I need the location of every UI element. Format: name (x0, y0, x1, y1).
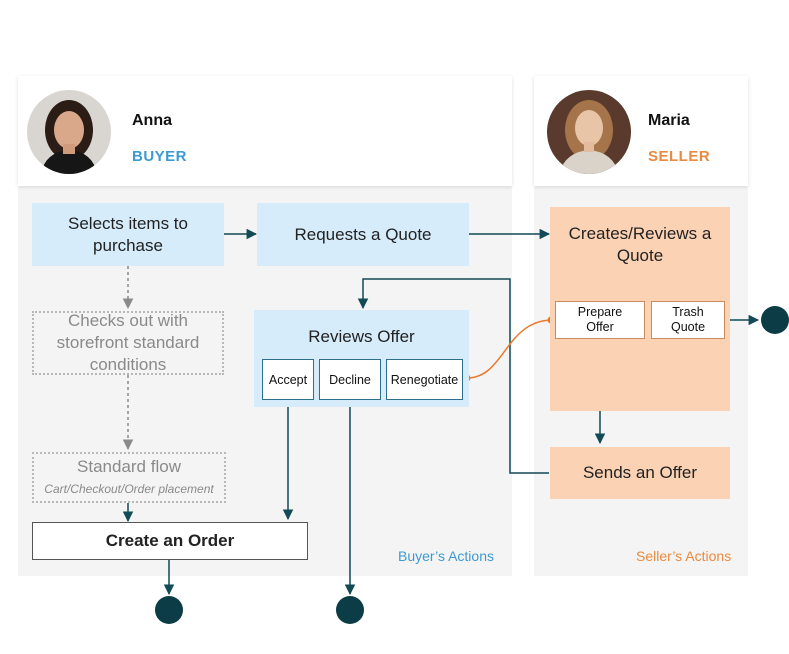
step-sends-offer: Sends an Offer (550, 447, 730, 499)
accept-option-label: Accept (268, 372, 308, 387)
step-selects-items-label: Selects items to purchase (68, 213, 188, 255)
prepare-offer-option-label: Prepare Offer (577, 305, 623, 334)
buyer-name: Anna (132, 112, 172, 129)
decline-option-label: Decline (329, 372, 371, 387)
seller-role-badge: SELLER (648, 148, 711, 165)
buyer-avatar (27, 90, 111, 174)
seller-avatar (547, 90, 631, 174)
step-standard-flow-label: Standard flow (77, 456, 181, 476)
step-checks-out: Checks out with storefront standard cond… (32, 311, 224, 375)
step-standard-flow-sublabel: Cart/Checkout/Order placement (44, 481, 214, 496)
decline-option: Decline (319, 359, 381, 400)
trash-quote-option: Trash Quote (651, 301, 725, 339)
end-node-create-order (155, 596, 183, 624)
renegotiate-option: Renegotiate (386, 359, 463, 400)
step-sends-offer-label: Sends an Offer (582, 463, 698, 482)
step-standard-flow: Standard flow Cart/Checkout/Order placem… (32, 452, 226, 503)
renegotiate-option-label: Renegotiate (390, 372, 459, 387)
end-node-trash (761, 306, 789, 334)
step-reviews-offer-label: Reviews Offer (308, 327, 415, 346)
buyer-role-badge: BUYER (132, 148, 188, 165)
trash-quote-option-label: Trash Quote (670, 305, 706, 334)
step-requests-quote: Requests a Quote (257, 203, 469, 266)
step-create-order-label: Create an Order (105, 531, 235, 550)
seller-lane-label: Seller’s Actions (636, 548, 732, 564)
step-selects-items: Selects items to purchase (32, 203, 224, 266)
buyer-lane-label: Buyer’s Actions (398, 548, 494, 564)
step-checks-out-label: Checks out with storefront standard cond… (56, 311, 200, 374)
step-creates-reviews-quote-label: Creates/Reviews a Quote (568, 224, 712, 265)
prepare-offer-option: Prepare Offer (555, 301, 645, 339)
seller-name: Maria (648, 112, 690, 129)
step-create-order: Create an Order (32, 522, 308, 560)
step-requests-quote-label: Requests a Quote (294, 224, 432, 244)
accept-option: Accept (262, 359, 314, 400)
end-node-decline (336, 596, 364, 624)
